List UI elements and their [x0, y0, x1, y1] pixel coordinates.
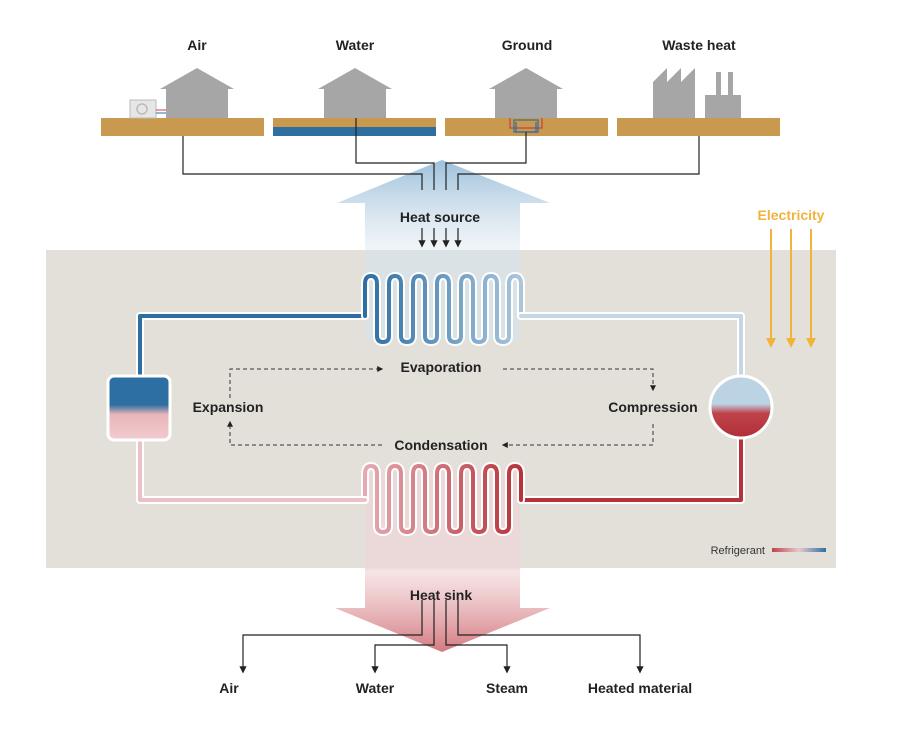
electricity-arrows: [766, 229, 816, 348]
house-air-icon: [129, 68, 234, 119]
water-layer: [273, 127, 436, 136]
ground-waste: [617, 118, 780, 136]
factory-icon: [653, 68, 741, 118]
expansion-valve: [106, 374, 172, 442]
heat-source-down-arrows: [418, 228, 462, 248]
sink-label-water: Water: [356, 680, 395, 696]
source-lines: [182, 118, 700, 190]
heat-source-label: Heat source: [400, 209, 480, 225]
house-ground-icon: [489, 68, 563, 118]
sink-lines: [239, 600, 644, 674]
heat-source-arrow: [337, 160, 550, 252]
expansion-label: Expansion: [193, 399, 264, 415]
condensation-label: Condensation: [394, 437, 487, 453]
refrigerant-legend-bar: [772, 548, 826, 552]
ground-air: [101, 118, 264, 136]
refrigerant-circuit: [136, 272, 745, 536]
process-cycle-arrows: [227, 366, 656, 448]
compressor: [708, 374, 774, 440]
source-grounds: [101, 118, 780, 136]
house-water-icon: [318, 68, 392, 118]
heat-sink-arrow: [335, 568, 550, 652]
heat-sink-label: Heat sink: [410, 587, 472, 603]
source-label-ground: Ground: [502, 37, 553, 53]
source-label-air: Air: [187, 37, 207, 53]
refrigerant-legend-label: Refrigerant: [711, 545, 765, 557]
electricity-label: Electricity: [758, 207, 825, 223]
sink-label-heated-material: Heated material: [588, 680, 692, 696]
evaporation-label: Evaporation: [401, 359, 482, 375]
compression-label: Compression: [608, 399, 697, 415]
source-label-water: Water: [336, 37, 375, 53]
sink-label-steam: Steam: [486, 680, 528, 696]
sink-label-air: Air: [219, 680, 239, 696]
source-label-waste-heat: Waste heat: [662, 37, 736, 53]
ground-ground: [445, 118, 608, 136]
